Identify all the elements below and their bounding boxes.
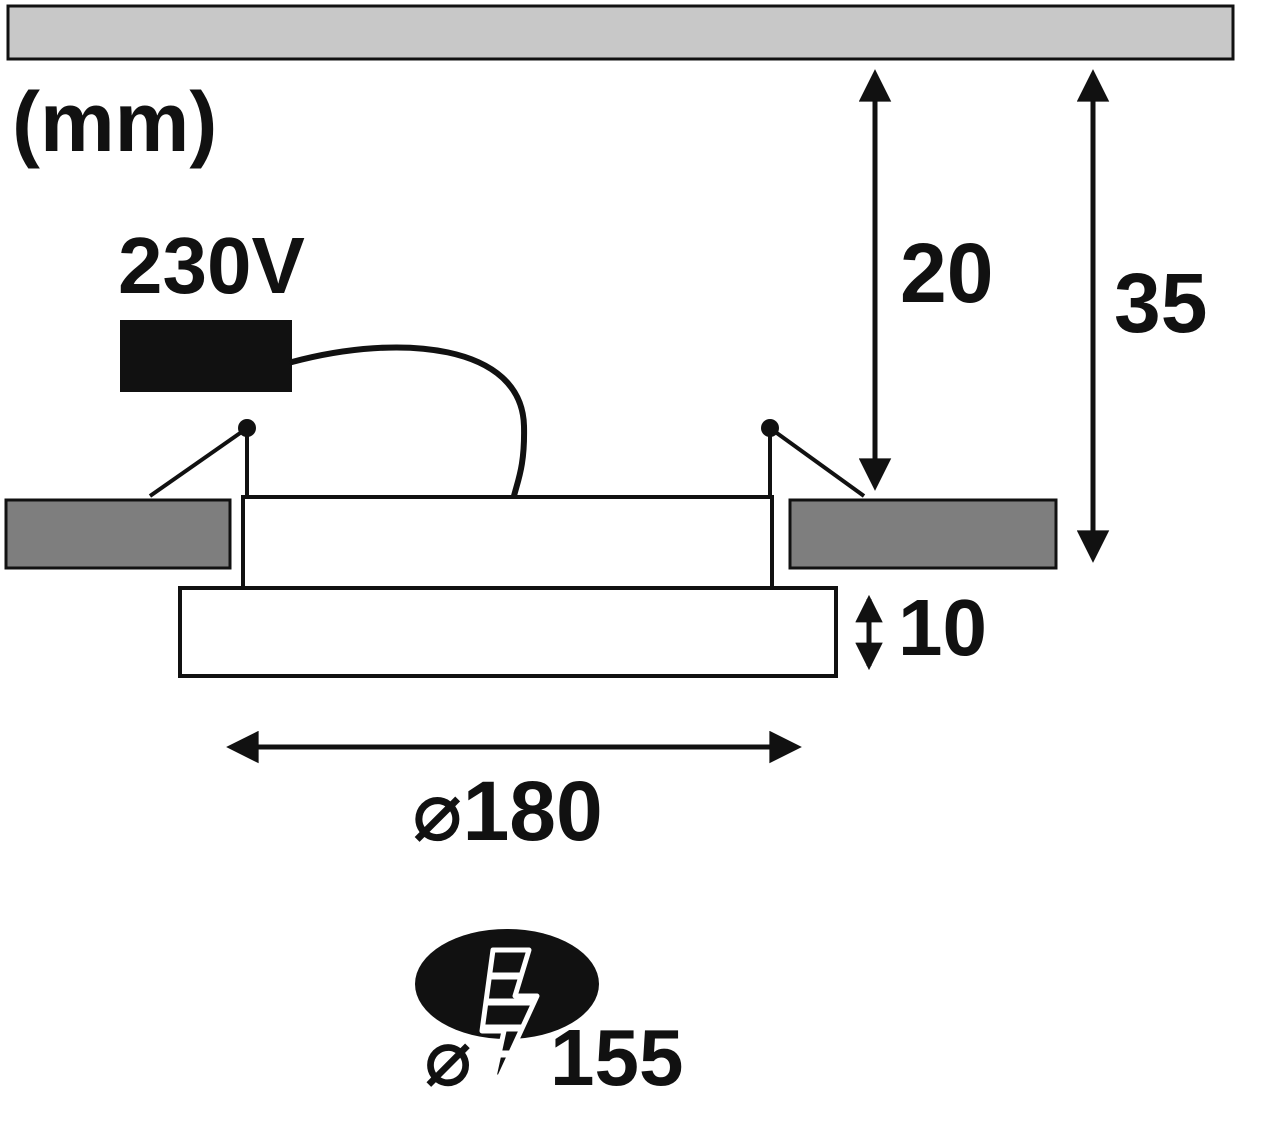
clamp-block-left [4,498,232,570]
mains-wire [289,344,528,503]
unit-label: (mm) [12,75,218,169]
ceiling-bar [6,4,1235,61]
install-depth-label: 35 [1114,256,1208,350]
spring-clip-right [761,419,866,498]
panel-housing [241,495,774,590]
spring-clip-left [148,419,256,498]
panel-frame [178,586,838,678]
pivot-dot-right [761,419,779,437]
power-driver-box [120,320,292,392]
pivot-dot-left [238,419,256,437]
panel-thickness-label: 10 [898,583,987,672]
panel-diameter-label: ⌀180 [412,764,603,858]
cutout-diameter-value: 155 [550,1013,684,1102]
recess-depth-label: 20 [900,226,994,320]
voltage-label: 230V [118,221,305,310]
clamp-block-right [788,498,1058,570]
cutout-diameter-sign: ⌀ [424,1013,473,1102]
